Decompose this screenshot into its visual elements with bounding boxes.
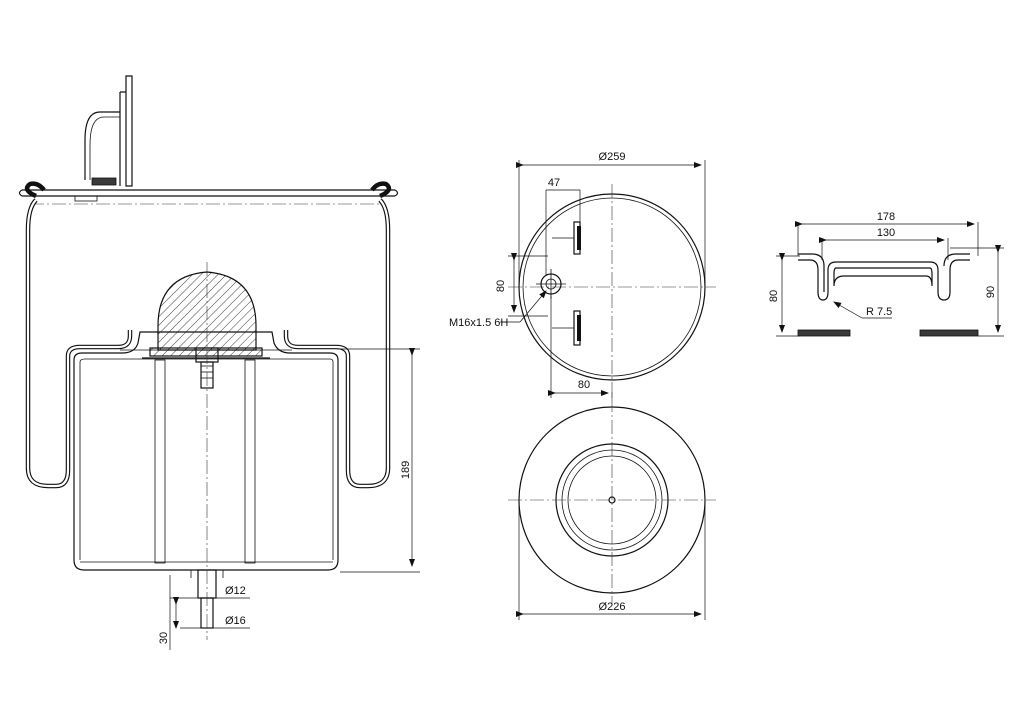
dim-label-90-right: 90 xyxy=(985,286,997,298)
side-view: 189 Ø12 Ø16 30 xyxy=(18,75,420,650)
label-thread: M16x1.5 6H xyxy=(449,317,508,329)
dim-pin-diameters: Ø12 Ø16 30 xyxy=(158,575,250,650)
dim-label-d259: Ø259 xyxy=(599,151,626,163)
mounting-bolts xyxy=(552,221,581,346)
dim-label-47: 47 xyxy=(548,177,560,189)
rubber-bumper xyxy=(149,271,263,357)
dim-label-80-left: 80 xyxy=(768,290,780,302)
dim-label-80-v: 80 xyxy=(495,280,507,292)
section-view: 178 130 80 90 R 7.5 xyxy=(768,211,1004,337)
air-bellow xyxy=(24,181,392,489)
threaded-hole xyxy=(536,269,566,299)
dim-label-130: 130 xyxy=(877,227,895,239)
piston xyxy=(73,331,339,571)
dim-label-30: 30 xyxy=(158,632,170,644)
bracket xyxy=(84,75,133,187)
bottom-view: Ø226 xyxy=(508,398,716,620)
section-seal-right xyxy=(919,329,979,337)
dim-label-178: 178 xyxy=(877,211,895,223)
dim-label-189: 189 xyxy=(400,461,412,479)
dim-label-d226: Ø226 xyxy=(599,601,626,613)
dim-label-80-h: 80 xyxy=(578,379,590,391)
top-view: Ø259 47 80 80 M16x1.5 6H xyxy=(449,151,716,398)
bead-plate xyxy=(18,189,399,205)
dim-label-r75: R 7.5 xyxy=(866,306,892,318)
dim-label-d16: Ø16 xyxy=(225,615,246,627)
dim-label-d12: Ø12 xyxy=(225,585,246,597)
dim-height-189: 189 xyxy=(340,348,420,573)
section-profile xyxy=(798,259,970,301)
section-seal-left xyxy=(797,329,851,337)
